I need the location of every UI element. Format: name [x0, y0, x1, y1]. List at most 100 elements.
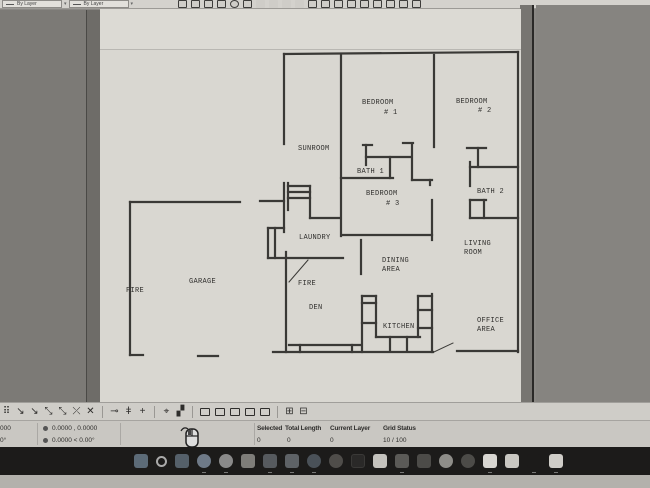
zoom-icon[interactable] [230, 0, 240, 8]
open-icon[interactable] [191, 0, 201, 8]
snap-horizontal-icon[interactable]: ⊸ [110, 405, 119, 417]
print-preview-icon[interactable] [217, 0, 227, 8]
current-layer-value: 0 [330, 437, 334, 444]
coordinate-icon [43, 437, 48, 443]
draw-icon[interactable] [295, 0, 305, 8]
print-icon[interactable] [505, 454, 519, 468]
snap-none-icon[interactable]: ✕ [86, 405, 95, 417]
grid-icon[interactable] [347, 0, 357, 8]
view-5-icon[interactable] [260, 407, 270, 416]
task-view-icon[interactable] [175, 454, 189, 468]
cad-app-icon[interactable] [483, 454, 497, 473]
remove-layer-icon[interactable]: ⊟ [299, 405, 308, 417]
line-icon[interactable] [256, 0, 266, 8]
edit-icon[interactable] [308, 0, 318, 8]
add-layer-icon[interactable]: ⊞ [285, 405, 294, 417]
snap-relative-icon[interactable]: ⌖ [163, 405, 170, 417]
block-icon[interactable] [399, 0, 409, 8]
file-explorer-icon[interactable] [241, 454, 255, 468]
floor-plan-drawing[interactable]: BEDROOM # 1 BEDROOM # 2 BEDROOM # 3 SUNR… [100, 9, 521, 402]
start-icon[interactable] [134, 454, 148, 468]
app-1-icon[interactable] [263, 454, 277, 473]
dimension-icon[interactable] [373, 0, 383, 8]
app-5-icon[interactable] [527, 454, 541, 473]
room-sublabel-bedroom-2: # 2 [478, 107, 492, 115]
room-sublabel-bedroom-3: # 3 [386, 200, 400, 208]
app-4-icon[interactable] [417, 454, 431, 468]
insert-icon[interactable] [334, 0, 344, 8]
drawing-sheet [100, 49, 521, 402]
search-icon[interactable] [156, 455, 167, 467]
snap-layer-icon[interactable]: ▞ [176, 405, 185, 417]
chrome-icon[interactable] [219, 454, 233, 473]
pan-icon[interactable] [243, 0, 253, 8]
snap-center-icon[interactable]: ⤡ [44, 405, 53, 417]
chevron-down-icon[interactable]: ▾ [130, 1, 134, 7]
absolute-coordinates: 0.0000 , 0.0000 [43, 425, 97, 432]
share-icon[interactable] [549, 454, 563, 473]
toolbar-separator [277, 405, 278, 418]
room-label-bedroom-3: BEDROOM [366, 190, 398, 198]
rectangle-icon[interactable] [321, 0, 331, 8]
store-icon[interactable] [373, 454, 387, 468]
view-3-icon[interactable] [230, 407, 240, 416]
firefox-icon[interactable] [329, 454, 343, 468]
save-icon[interactable] [204, 0, 214, 8]
line-weight-value: By Layer [83, 1, 104, 7]
room-sublabel-dining: AREA [382, 266, 401, 274]
room-label-bath-2: BATH 2 [477, 188, 504, 196]
view-1-icon[interactable] [200, 407, 210, 416]
left-splitter[interactable] [86, 10, 100, 402]
snap-vertical-icon[interactable]: ǂ [125, 405, 132, 417]
room-sublabel-bedroom-1: # 1 [384, 109, 398, 117]
line-type-value: By Layer [17, 1, 37, 7]
right-splitter[interactable] [520, 5, 534, 402]
current-layer-label: Current Layer [330, 425, 371, 432]
status-left-top: 000 [0, 425, 11, 432]
status-separator [254, 423, 255, 445]
app-2-icon[interactable] [285, 454, 299, 473]
relative-coordinates: 0.0000 < 0.00° [43, 437, 95, 444]
room-label-garage: GARAGE [189, 278, 216, 286]
relative-coordinates-value: 0.0000 < 0.00° [52, 437, 95, 444]
selected-value: 0 [257, 437, 261, 444]
layer-icon[interactable] [412, 0, 422, 8]
snap-node-icon[interactable]: ⤡ [58, 405, 67, 417]
room-labels: BEDROOM # 1 BEDROOM # 2 BEDROOM # 3 SUNR… [126, 98, 504, 334]
chevron-down-icon[interactable]: ▾ [64, 1, 67, 7]
polyline-icon[interactable] [269, 0, 279, 8]
room-sublabel-living: ROOM [464, 249, 482, 257]
grid-status-value: 10 / 100 [383, 437, 407, 444]
snap-intersection-icon[interactable]: ⤫ [72, 405, 81, 417]
snap-midpoint-icon[interactable]: ↘ [30, 405, 39, 417]
text-icon[interactable] [386, 0, 396, 8]
snap-orthogonal-icon[interactable]: + [139, 405, 146, 417]
photos-icon[interactable] [395, 454, 409, 473]
edge-icon[interactable] [307, 454, 321, 473]
room-label-den: DEN [309, 304, 323, 312]
snap-grid-icon[interactable]: ⠿ [2, 405, 11, 417]
drawing-canvas[interactable] [100, 9, 521, 402]
help-icon[interactable] [439, 454, 453, 468]
line-type-combo[interactable]: By Layer [2, 0, 62, 8]
line-weight-combo[interactable]: By Layer [68, 0, 129, 8]
os-taskbar [0, 447, 650, 475]
top-toolbar: By Layer ▾ By Layer ▾ [0, 0, 650, 9]
room-label-laundry: LAUNDRY [299, 234, 331, 242]
chat-icon[interactable] [197, 454, 211, 473]
grid-status-label: Grid Status [383, 425, 416, 432]
arc-icon[interactable] [282, 0, 292, 8]
snap-endpoint-icon[interactable]: ↘ [16, 405, 25, 417]
toolbar-icon-group [178, 0, 422, 8]
snap-toolbar: ⠿ ↘ ↘ ⤡ ⤡ ⤫ ✕ ⊸ ǂ + ⌖ ▞ ⊞ ⊟ [0, 402, 650, 420]
room-label-sunroom: SUNROOM [298, 145, 330, 153]
room-sublabel-office: AREA [477, 326, 496, 334]
table-icon[interactable] [360, 0, 370, 8]
view-4-icon[interactable] [245, 407, 255, 416]
selected-label: Selected [257, 425, 283, 432]
app-3-icon[interactable] [351, 454, 365, 468]
properties-icon[interactable] [178, 0, 188, 8]
settings-icon[interactable] [461, 454, 475, 468]
view-2-icon[interactable] [215, 407, 225, 416]
